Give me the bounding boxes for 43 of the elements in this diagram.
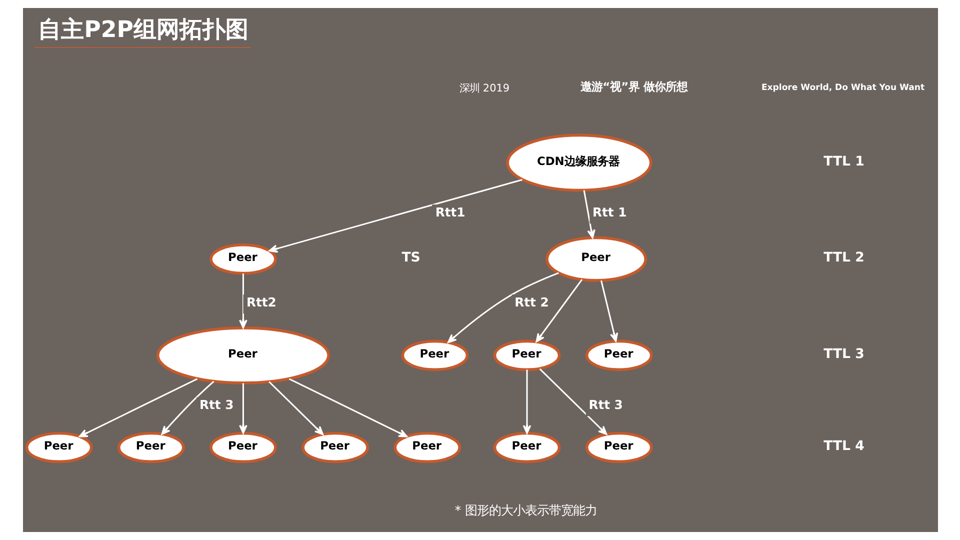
arrow [600,280,618,342]
label: TTL 2 [823,250,864,266]
node-ellipse: Peer [301,432,368,464]
label: TTL 3 [823,346,864,362]
arrow [238,274,247,328]
arrow [160,380,214,435]
label: TTL 4 [823,439,864,454]
node-ellipse: Peer [393,432,461,464]
arrow [538,368,607,435]
node-ellipse: Peer [492,432,560,464]
arrow [288,378,408,438]
arrow [535,279,582,342]
node-ellipse: Peer [492,340,560,372]
edge-label: Rtt2 [246,295,276,310]
arrow [238,383,247,434]
node-ellipse: Peer [545,236,647,282]
node-ellipse: Peer [209,243,276,275]
edge-label: Rtt 3 [588,398,622,412]
label: TTL 1 [823,154,864,170]
edge-label: Rtt 3 [199,398,234,412]
arrow [582,190,595,239]
diagram-title: 自主P2P组网拓扑图 [38,17,248,44]
edge-label: Rtt1 [434,205,465,220]
arrow [447,272,558,343]
label: * 图形的大小表示带宽能力 [454,503,596,518]
node-ellipse: Peer [584,340,652,372]
label: TS [401,250,420,266]
node-ellipse: Peer [24,432,92,464]
node-ellipse: Peer [209,432,276,464]
node-ellipse: Peer [584,432,652,464]
node-ellipse: Peer [116,432,184,464]
node-ellipse: Peer [400,340,468,372]
arrow [522,370,531,434]
arrow [268,381,324,436]
arrow [268,178,522,253]
edge-label: Rtt 2 [514,295,548,310]
label: 遨游“视”界 做你所想 [580,80,688,94]
arrow [78,378,198,438]
label: 深圳 2019 [459,82,510,94]
edge-label: Rtt 1 [592,205,626,220]
node-ellipse: CDN边缘服务器 [506,134,652,192]
label: Explore World, Do What You Want [760,82,924,93]
node-ellipse: Peer [156,326,330,384]
